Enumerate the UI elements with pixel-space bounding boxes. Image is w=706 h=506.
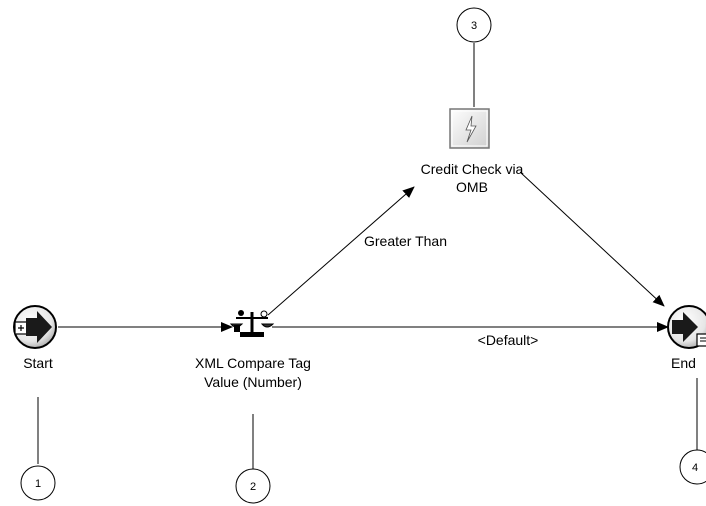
end-node[interactable] <box>667 305 706 349</box>
credit-check-node[interactable] <box>449 108 490 149</box>
compare-scale-icon[interactable] <box>229 310 275 337</box>
credit-label-line2: OMB <box>456 179 488 195</box>
credit-label-line1: Credit Check via <box>421 161 524 177</box>
callout-3: 3 <box>456 7 492 43</box>
edge-credit-to-end <box>519 171 665 307</box>
callout-3-number: 3 <box>471 20 477 32</box>
edge-compare-to-credit <box>267 186 415 316</box>
start-arrow-icon <box>14 311 52 343</box>
callout-2: 2 <box>235 468 271 504</box>
end-label: End <box>671 355 696 371</box>
compare-label-line2: Value (Number) <box>204 374 302 390</box>
lightning-icon <box>465 115 477 143</box>
default-label: <Default> <box>478 332 539 348</box>
callout-4-number: 4 <box>692 462 698 474</box>
compare-label-line1: XML Compare Tag <box>195 355 311 371</box>
start-node[interactable] <box>13 305 57 349</box>
greater-than-label: Greater Than <box>364 233 447 249</box>
callout-2-number: 2 <box>250 481 256 493</box>
end-arrow-icon <box>672 312 706 347</box>
callout-1: 1 <box>20 465 56 501</box>
callout-4: 4 <box>679 449 706 485</box>
callout-1-number: 1 <box>35 478 41 490</box>
start-label: Start <box>23 355 53 371</box>
